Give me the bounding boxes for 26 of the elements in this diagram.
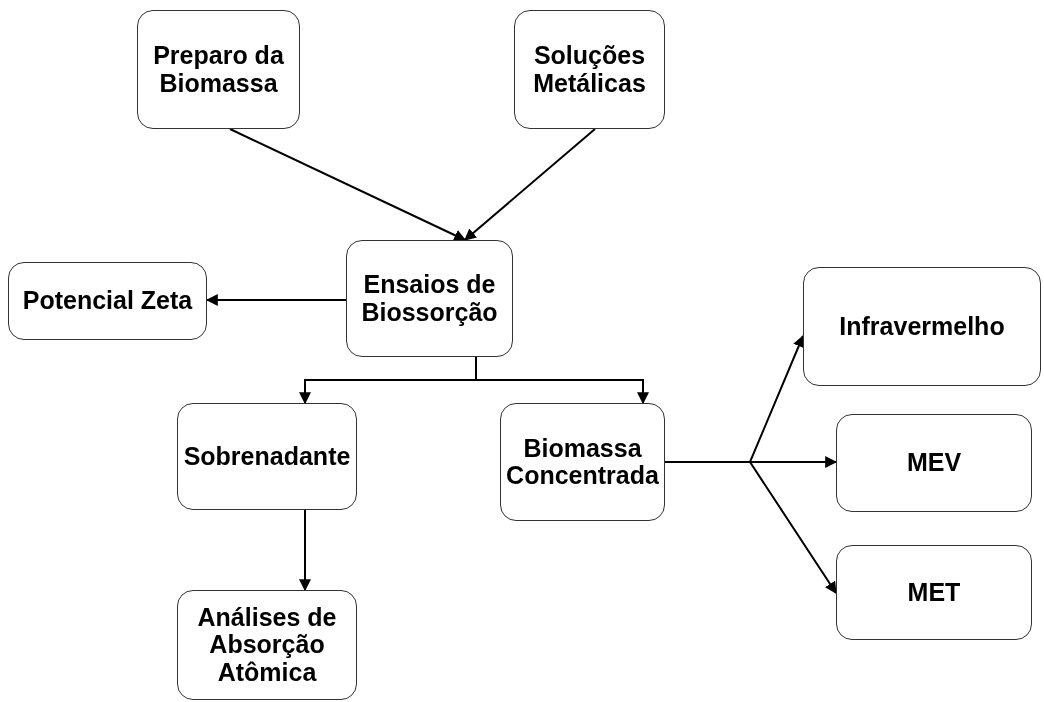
box-label: Preparo da Biomassa: [152, 42, 285, 97]
process-box: [346, 240, 513, 357]
arrow: [664, 461, 837, 594]
arrow: [475, 356, 649, 405]
process-box: [177, 590, 357, 700]
arrow: [229, 128, 467, 241]
box-label: Soluções Metálicas: [532, 42, 647, 97]
process-box: [836, 414, 1032, 512]
process-box: [500, 403, 665, 521]
box-label: Análises de Absorção Atômica: [196, 603, 338, 687]
box-label: MEV: [906, 449, 962, 477]
process-box: [836, 545, 1032, 640]
box-label: Infravermelho: [839, 312, 1005, 341]
process-box: [137, 10, 300, 129]
box-label: Ensaios de Biossorção: [360, 271, 499, 326]
process-box: [514, 10, 665, 129]
process-box: [177, 403, 357, 510]
arrow: [464, 128, 596, 241]
box-label: Potencial Zeta: [22, 287, 193, 315]
arrow: [299, 509, 311, 592]
arrow: [205, 294, 347, 306]
box-label: Biomassa Concentrada: [506, 434, 659, 490]
process-box: [8, 262, 207, 340]
process-box: [803, 267, 1041, 386]
box-label: MET: [907, 578, 961, 607]
box-label: Sobrenadante: [183, 442, 351, 471]
